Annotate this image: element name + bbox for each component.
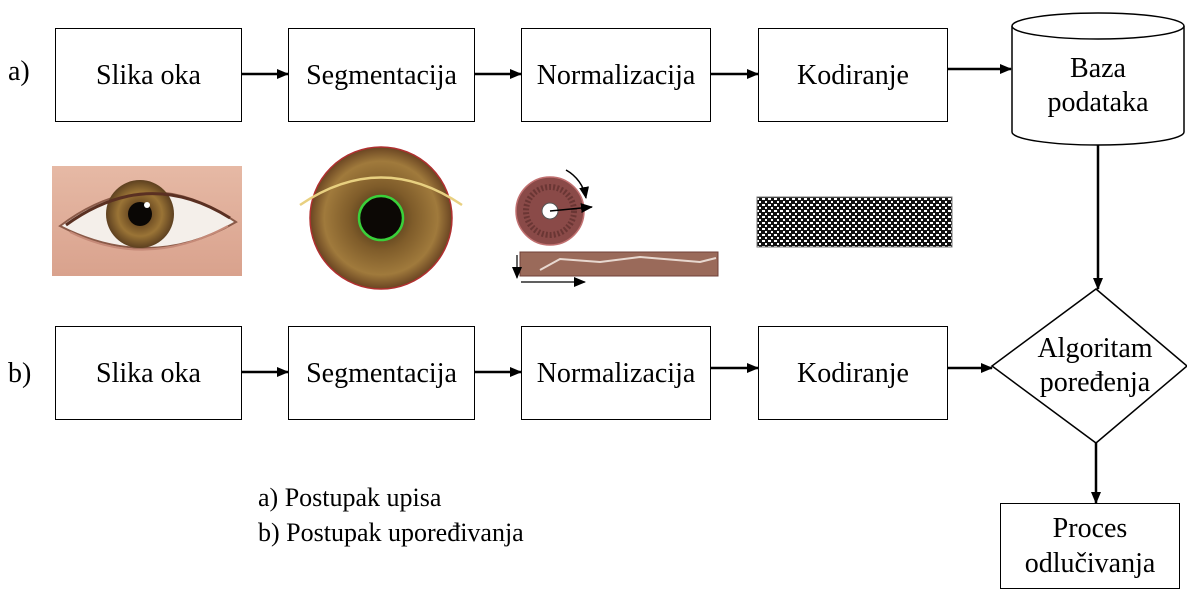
iris-code-barcode: [757, 197, 952, 247]
eye-photo: [52, 166, 242, 276]
legend: a) Postupak upisa b) Postupak upoređivan…: [258, 480, 524, 550]
database-line2: podataka: [1018, 86, 1178, 120]
algorithm-line1: Algoritam: [1010, 332, 1180, 366]
segmented-iris: [300, 147, 462, 289]
legend-a: a) Postupak upisa: [258, 480, 524, 515]
algorithm-line2: poređenja: [1010, 366, 1180, 400]
database-line1: Baza: [1018, 52, 1178, 86]
legend-b: b) Postupak upoređivanja: [258, 515, 524, 550]
algorithm-label: Algoritam poređenja: [1010, 332, 1180, 400]
database-label: Baza podataka: [1018, 52, 1178, 120]
normalized-iris-strip: [516, 170, 718, 282]
